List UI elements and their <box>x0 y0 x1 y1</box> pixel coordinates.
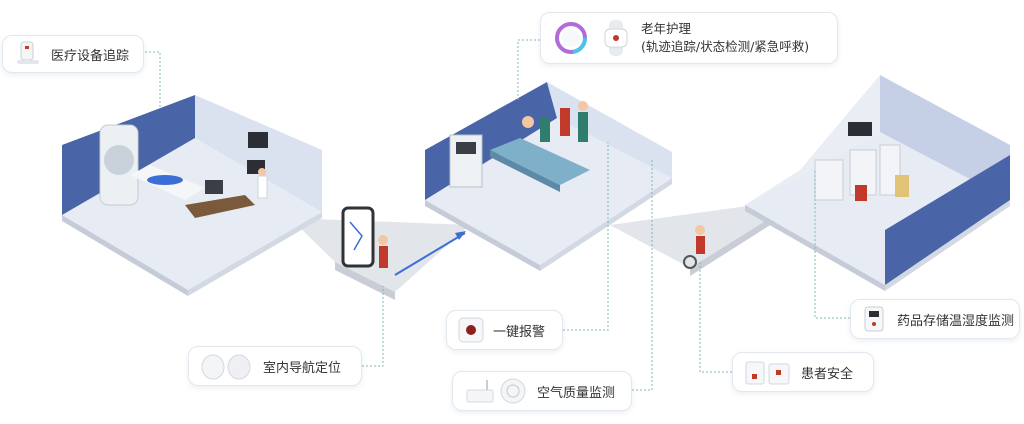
indoor-navigation-label: 室内导航定位 <box>263 360 342 376</box>
tag-icon <box>17 41 39 64</box>
ward-room <box>425 82 672 271</box>
ring-gateway-icon <box>555 22 587 54</box>
patient-tag-icon <box>745 361 790 385</box>
card-one-key-alarm[interactable]: 一键报警 <box>446 310 563 350</box>
patient-safety-label: 患者安全 <box>801 366 854 382</box>
connector-lines <box>145 39 850 391</box>
alarm-button-icon <box>458 317 484 343</box>
corridor-right <box>610 205 775 276</box>
card-indoor-navigation[interactable]: 室内导航定位 <box>188 346 362 386</box>
visitor-figure <box>378 235 388 268</box>
medical-equipment-label: 医疗设备追踪 <box>51 48 130 64</box>
card-drug-storage[interactable]: 药品存储温湿度监测 <box>850 299 1020 339</box>
thermo-hygrometer-icon <box>864 306 884 332</box>
beacon-icon <box>201 354 251 380</box>
card-air-quality[interactable]: 空气质量监测 <box>452 371 632 411</box>
card-patient-safety[interactable]: 患者安全 <box>732 352 874 392</box>
elderly-care-title: 老年护理 <box>641 21 692 36</box>
wristband-icon <box>604 20 628 56</box>
drug-storage-label: 药品存储温湿度监测 <box>897 313 1015 329</box>
air-quality-label: 空气质量监测 <box>537 385 616 401</box>
wheelchair-figure <box>683 225 705 269</box>
card-elderly-care[interactable]: 老年护理 (轨迹追踪/状态检测/紧急呼救) <box>540 12 838 64</box>
air-sensor-icon <box>466 378 526 404</box>
one-key-alarm-label: 一键报警 <box>493 324 546 340</box>
smartphone-icon <box>341 206 375 268</box>
imaging-room <box>62 95 322 296</box>
card-medical-equipment[interactable]: 医疗设备追踪 <box>2 35 144 73</box>
elderly-care-subtitle: (轨迹追踪/状态检测/紧急呼救) <box>641 39 810 54</box>
pharmacy-room <box>745 75 1010 291</box>
